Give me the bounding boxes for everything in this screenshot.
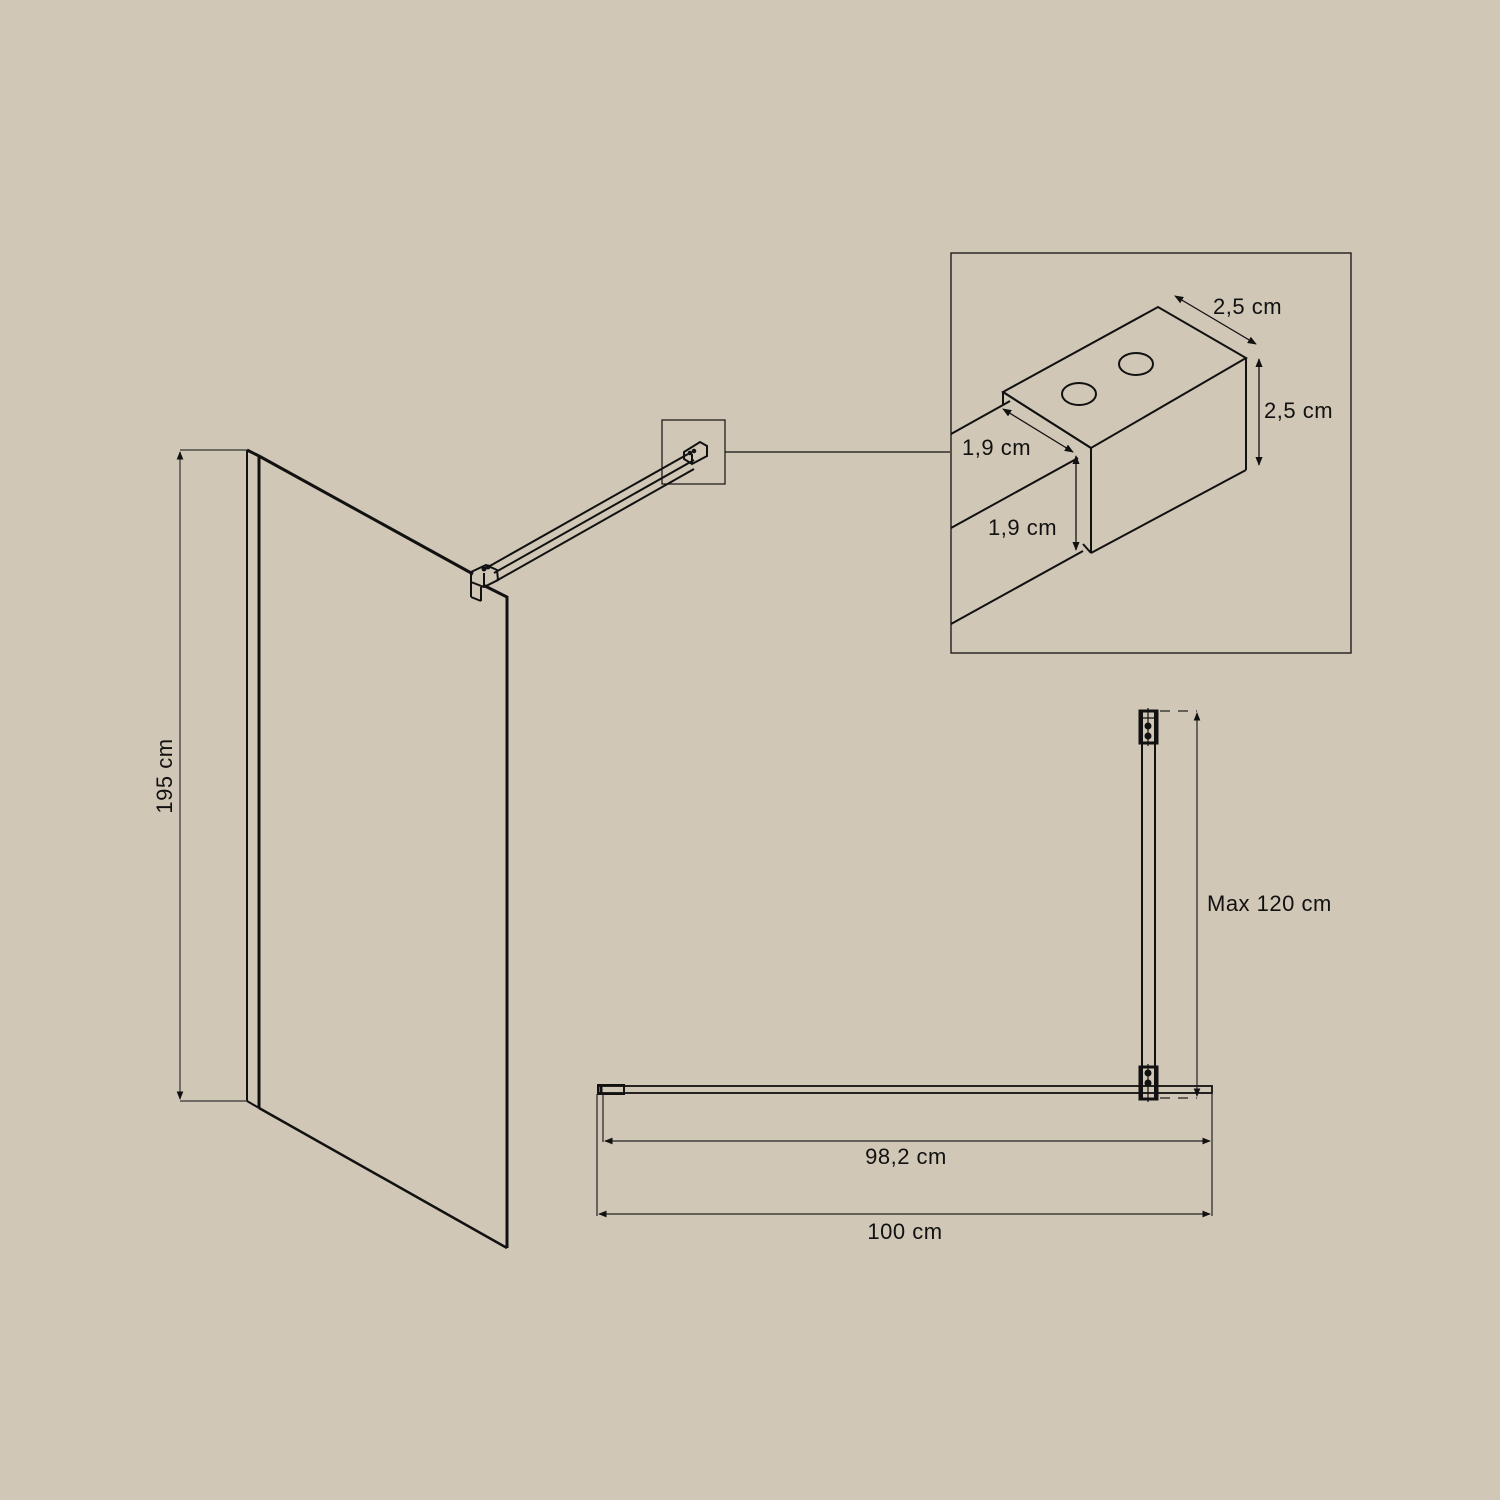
total-width-label: 100 cm [867,1219,942,1244]
screw-hole [1061,382,1097,406]
detail-view: 2,5 cm 2,5 cm 1,9 cm 1,9 cm [950,252,1352,654]
glass-width-label: 98,2 cm [865,1144,947,1169]
outer-height-label: 2,5 cm [1264,398,1333,423]
wall-profile-top [597,1084,625,1095]
glass-panel [258,454,509,1250]
stabilizer-bar [470,440,708,602]
inner-height-label: 1,9 cm [988,515,1057,540]
inner-width-label: 1,9 cm [962,435,1031,460]
bar-length-label: Max 120 cm [1207,891,1332,916]
height-label: 195 cm [152,738,177,813]
glass-top [597,1085,1213,1094]
height-dimension [176,449,247,1102]
outer-width-label: 2,5 cm [1213,294,1282,319]
wall-profile [246,448,261,1109]
screw-hole [1118,352,1154,376]
glass-panel-view [246,419,950,1250]
top-view: Max 120 cm 98,2 cm 100 cm [596,708,1332,1244]
